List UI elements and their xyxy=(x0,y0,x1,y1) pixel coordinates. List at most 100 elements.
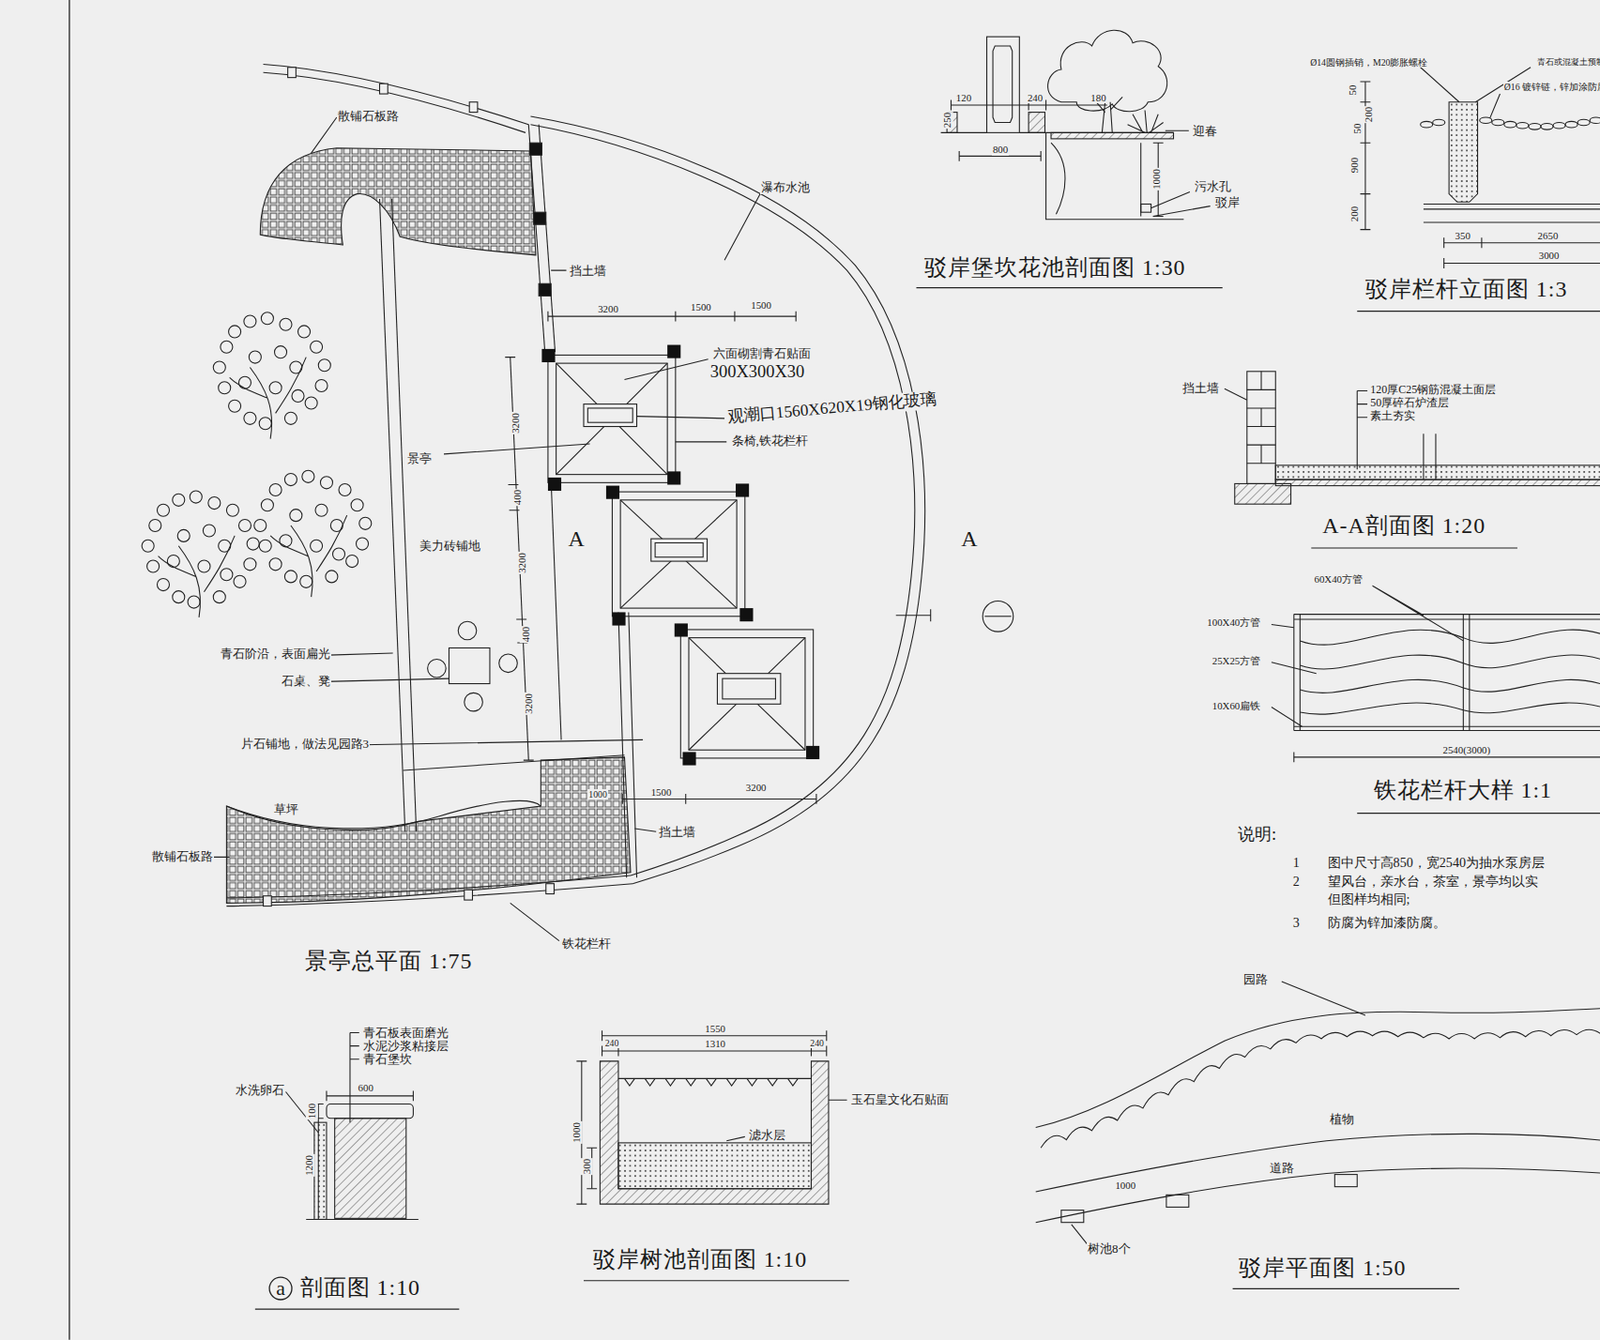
drawing-title: 驳岸树池剖面图 1:10 xyxy=(592,1247,808,1274)
annotation: 石桌、凳 xyxy=(280,673,332,688)
site-plan xyxy=(141,64,1014,942)
annotation: Ø16 镀锌链，锌加涂防腐 xyxy=(1503,81,1600,92)
drawing-title: 驳岸栏杆立面图 1:3 xyxy=(1364,276,1570,304)
annotation: 100 xyxy=(304,1102,318,1120)
annotation: 50厚碎石炉渣层 xyxy=(1369,396,1450,411)
annotation: 迎春 xyxy=(1191,123,1219,138)
annotation: 图中尺寸高850，宽2540为抽水泵房层 xyxy=(1326,854,1546,870)
annotation: 1000 xyxy=(1113,1179,1137,1192)
drawing-title: A xyxy=(960,526,979,553)
annotation: 瀑布水池 xyxy=(760,180,811,195)
drawing-title: 驳岸堡坎花池剖面图 1:30 xyxy=(923,255,1187,282)
annotation: 1000 xyxy=(1150,168,1163,192)
drawing-title: 剖面图 1:10 xyxy=(299,1275,422,1302)
annotation: 但图样均相同; xyxy=(1326,891,1412,907)
annotation: 说明: xyxy=(1236,824,1278,845)
annotation: 120 xyxy=(955,91,973,105)
railing-elevation xyxy=(1356,67,1600,312)
annotation: 水洗卵石 xyxy=(234,1082,286,1098)
circle-letter: a xyxy=(268,1276,293,1301)
annotation: 800 xyxy=(991,143,1009,156)
drawing-title: A-A剖面图 1:20 xyxy=(1321,513,1487,540)
annotation: 600 xyxy=(357,1081,375,1095)
annotation: 防腐为锌加漆防腐。 xyxy=(1326,914,1448,930)
annotation: 240 xyxy=(808,1037,825,1049)
annotation: 草坪 xyxy=(273,802,300,817)
annotation: 200 xyxy=(1348,205,1361,223)
annotation: 1000 xyxy=(570,1121,583,1144)
annotation: 景亭 xyxy=(406,451,433,466)
annotation: 3200 xyxy=(509,411,522,435)
annotation: 900 xyxy=(1348,156,1361,174)
iron-railing-detail xyxy=(1271,585,1600,813)
annotation: 挡土墙 xyxy=(1181,380,1220,396)
annotation: 1500 xyxy=(749,299,773,312)
drawing-title: A xyxy=(567,526,587,553)
annotation: 挡土墙 xyxy=(657,824,697,839)
annotation: 50 xyxy=(1346,83,1359,96)
annotation: 200 xyxy=(1362,106,1375,123)
annotation: 素土夯实 xyxy=(1369,410,1417,424)
drawing-title: 铁花栏杆大样 1:1 xyxy=(1372,777,1555,805)
annotation: 1 xyxy=(1292,854,1301,870)
planter-section xyxy=(915,30,1222,288)
circle-marker: a xyxy=(268,1276,293,1301)
annotation: 50 xyxy=(1351,122,1364,136)
annotation: 3200 xyxy=(522,692,535,716)
annotation: 青石堡坎 xyxy=(362,1051,413,1067)
annotation: 3200 xyxy=(596,303,620,316)
annotation: 100X40方管 xyxy=(1205,616,1262,629)
annotation: 400 xyxy=(511,487,524,505)
annotation: 条椅,铁花栏杆 xyxy=(731,433,809,448)
annotation: 青石阶沿，表面扁光 xyxy=(219,646,332,661)
annotation: 400 xyxy=(519,625,533,643)
annotation: 60X40方管 xyxy=(1312,573,1364,586)
annotation: 望风台，亲水台，茶室，景亭均以实 xyxy=(1326,873,1540,889)
annotation: 美力砖铺地 xyxy=(418,538,482,553)
annotation: Ø14圆钢插销，M20膨胀螺栓 xyxy=(1309,57,1429,68)
annotation: 240 xyxy=(604,1037,621,1049)
annotation: 2 xyxy=(1292,873,1301,889)
annotation: 120厚C25钢筋混凝土面层 xyxy=(1369,383,1497,397)
annotation: 2650 xyxy=(1537,229,1560,243)
annotation: 1500 xyxy=(689,301,713,314)
annotation: 3 xyxy=(1292,914,1301,930)
annotation: 驳岸 xyxy=(1214,195,1241,210)
annotation: 铁花栏杆 xyxy=(561,936,612,951)
annotation: 青石或混凝土预制面层 xyxy=(1536,57,1600,67)
section-a xyxy=(255,1032,459,1310)
annotation: 植物 xyxy=(1328,1112,1356,1127)
annotation: 道路 xyxy=(1268,1160,1296,1175)
annotation: 300 xyxy=(580,1158,594,1175)
annotation: 水泥沙浆粘接层 xyxy=(362,1038,450,1053)
annotation: 玉石皇文化石贴面 xyxy=(850,1092,950,1107)
annotation: 25X25方管 xyxy=(1211,655,1263,668)
annotation: 10X60扁铁 xyxy=(1211,700,1263,713)
annotation: 3200 xyxy=(745,781,768,794)
annotation: 1200 xyxy=(303,1154,316,1177)
annotation: 滤水层 xyxy=(747,1127,787,1143)
annotation: 300X300X30 xyxy=(709,362,807,382)
annotation: 350 xyxy=(1454,229,1472,243)
annotation: 3000 xyxy=(1538,249,1561,262)
annotation: 1500 xyxy=(650,786,673,799)
annotation: 180 xyxy=(1089,91,1107,105)
annotation: 青石板表面磨光 xyxy=(362,1025,450,1040)
annotation: 3200 xyxy=(515,551,528,575)
annotation: 园路 xyxy=(1242,972,1269,987)
annotation: 2540(3000) xyxy=(1441,744,1492,757)
annotation: 观潮口1560X620X19钢化玻璃 xyxy=(726,389,938,427)
annotation: 1310 xyxy=(703,1037,727,1051)
annotation: 挡土墙 xyxy=(568,263,608,278)
annotation: 树池8个 xyxy=(1086,1241,1132,1256)
drawing-title: 景亭总平面 1:75 xyxy=(304,948,473,976)
annotation: 240 xyxy=(1026,91,1044,105)
annotation: 1000 xyxy=(587,789,609,800)
annotation: 1550 xyxy=(703,1022,727,1036)
annotation: 散铺石板路 xyxy=(151,849,214,864)
annotation: 250 xyxy=(941,111,954,129)
annotation: 污水孔 xyxy=(1193,179,1233,194)
annotation: 六面砌割青石贴面 xyxy=(712,346,812,361)
